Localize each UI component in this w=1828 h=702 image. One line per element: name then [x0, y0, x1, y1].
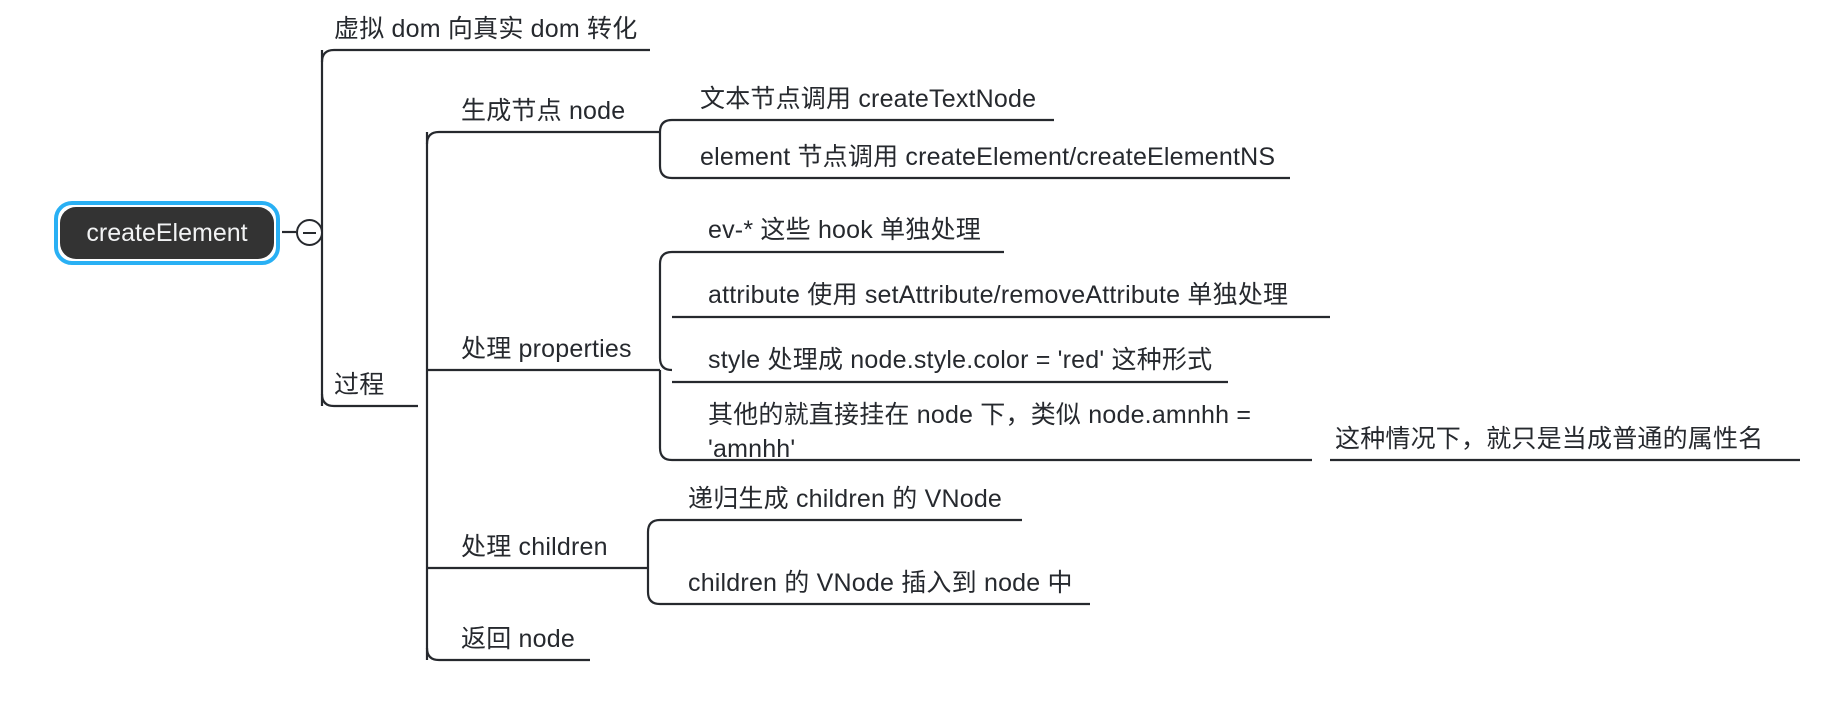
leaf-attribute-label[interactable]: attribute 使用 setAttribute/removeAttribut… [708, 281, 1289, 309]
node-virtual-dom-label[interactable]: 虚拟 dom 向真实 dom 转化 [334, 15, 638, 43]
minus-circle-icon[interactable] [296, 219, 323, 246]
leaf-style-label[interactable]: style 处理成 node.style.color = 'red' 这种形式 [708, 346, 1213, 374]
node-generate-label[interactable]: 生成节点 node [461, 97, 626, 125]
node-process-label[interactable]: 过程 [334, 371, 385, 399]
leaf-other-note-label[interactable]: 这种情况下，就只是当成普通的属性名 [1335, 425, 1764, 453]
root-node-label: createElement [86, 218, 248, 247]
node-children-label[interactable]: 处理 children [461, 533, 608, 561]
leaf-other-label[interactable]: 其他的就直接挂在 node 下，类似 node.amnhh = 'amnhh' [708, 401, 1252, 463]
node-properties-label[interactable]: 处理 properties [461, 335, 632, 363]
edge-branch-1 [320, 48, 650, 63]
leaf-text-node-label[interactable]: 文本节点调用 createTextNode [700, 85, 1037, 113]
leaf-hooks-label[interactable]: ev-* 这些 hook 单独处理 [708, 216, 981, 244]
node-return-label[interactable]: 返回 node [461, 625, 575, 653]
edge-node-generate [425, 130, 660, 145]
leaf-insert-label[interactable]: children 的 VNode 插入到 node 中 [688, 569, 1073, 597]
leaf-element-node-label[interactable]: element 节点调用 createElement/createElement… [700, 143, 1276, 171]
leaf-recursive-label[interactable]: 递归生成 children 的 VNode [688, 485, 1003, 513]
edge-properties-bracket [658, 250, 673, 372]
minus-bar [303, 231, 316, 234]
root-node[interactable]: createElement [62, 209, 272, 257]
